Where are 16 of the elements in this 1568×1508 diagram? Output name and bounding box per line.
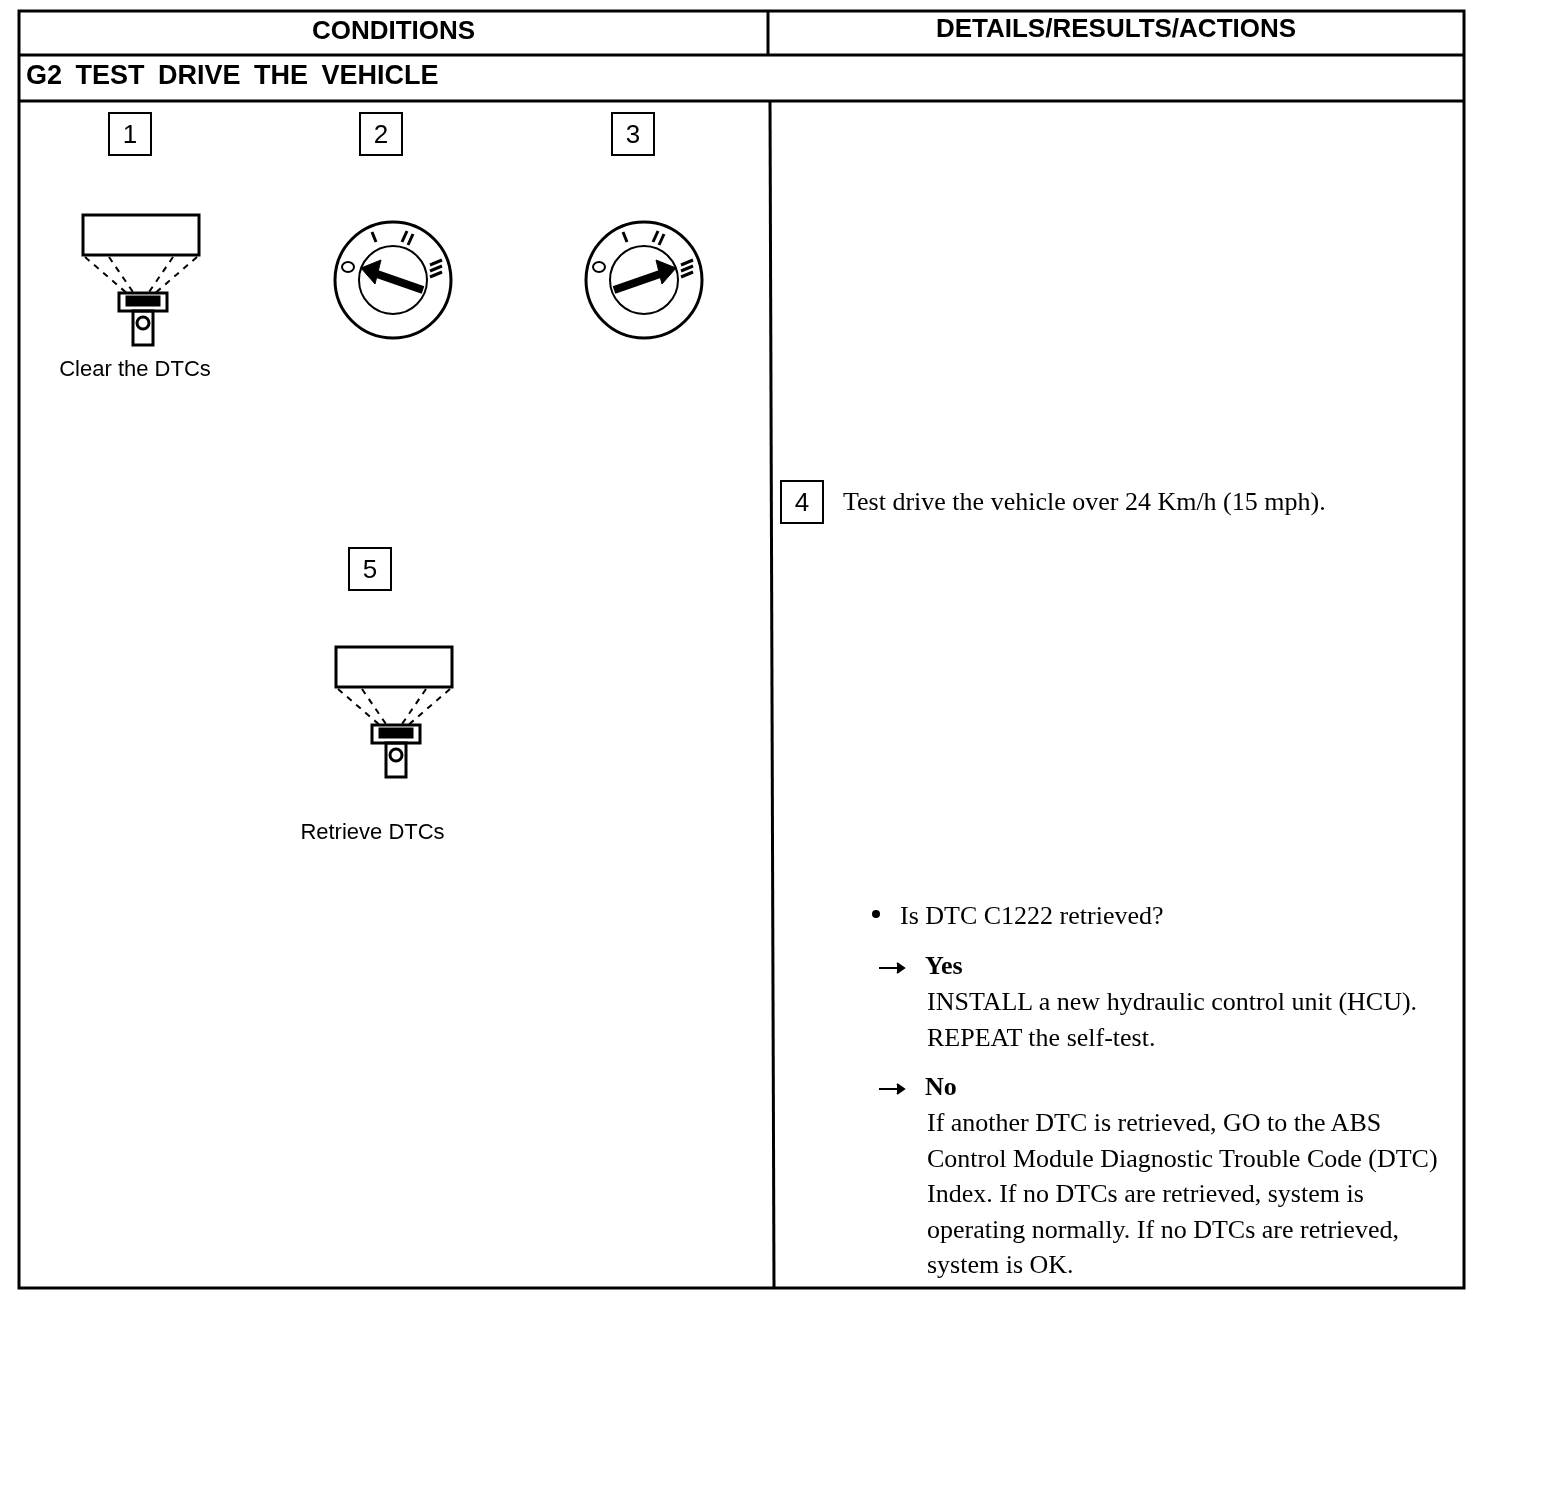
answer-heading: Yes: [925, 950, 963, 982]
callout-number: 2: [359, 112, 403, 156]
caption: Retrieve DTCs: [299, 819, 446, 846]
column-header: CONDITIONS: [310, 15, 477, 47]
callout-number: 3: [611, 112, 655, 156]
callout-number: 4: [780, 480, 824, 524]
action-text: INSTALL a new hydraulic control unit (HCU). REPEAT the self-test.: [927, 986, 1419, 1054]
callout-number: 5: [348, 547, 392, 591]
column-header: DETAILS/RESULTS/ACTIONS: [934, 13, 1298, 45]
section-title: G2 TEST DRIVE THE VEHICLE: [26, 59, 439, 92]
caption: Clear the DTCs: [58, 356, 212, 383]
question-text: Is DTC C1222 retrieved?: [900, 900, 1165, 932]
action-text: If another DTC is retrieved, GO to the ABS Control Module Diagnostic Trouble Code (DTC) Index. If no DTCs are retrieved, system is operating normally. If no DTCs are retrieved, system is OK.: [927, 1107, 1439, 1281]
callout-number: 1: [108, 112, 152, 156]
step-text: Test drive the vehicle over 24 Km/h (15 mph).: [843, 486, 1327, 518]
answer-heading: No: [925, 1071, 957, 1103]
